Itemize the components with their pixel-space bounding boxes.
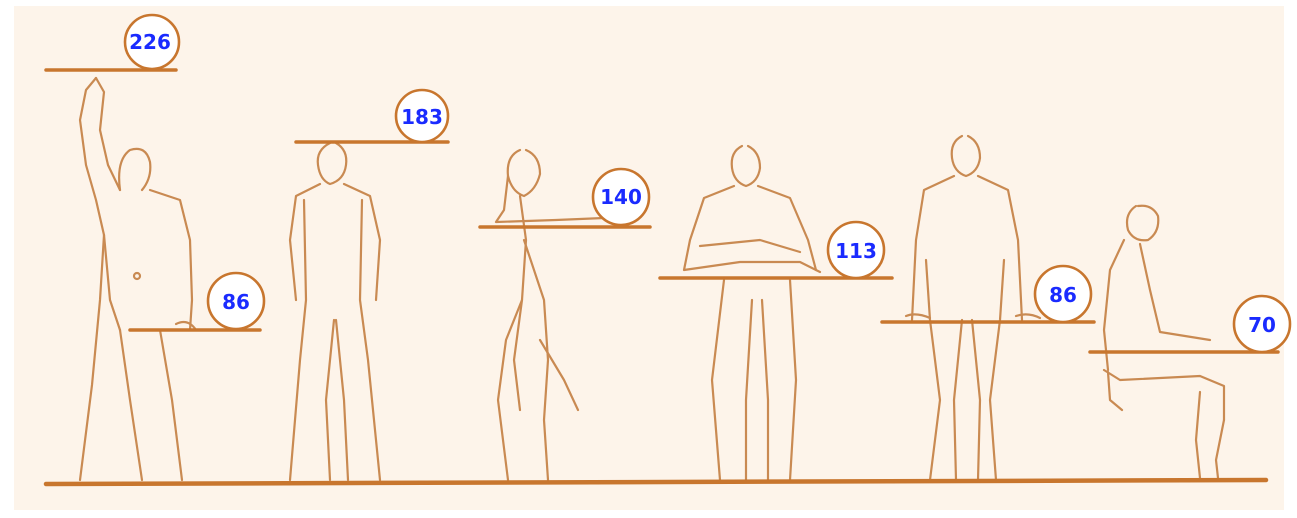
marker-label: 86 [222,290,250,314]
marker-label: 86 [1049,283,1077,307]
marker-86-right: 86 [1035,266,1091,322]
paper-background [14,6,1284,510]
marker-226: 226 [125,15,179,69]
marker-140: 140 [593,169,649,225]
marker-86-left: 86 [208,273,264,329]
marker-label: 183 [401,105,443,129]
marker-label: 140 [600,185,642,209]
marker-183: 183 [396,90,448,142]
marker-label: 113 [835,239,877,263]
marker-label: 70 [1248,313,1276,337]
marker-label: 226 [129,30,171,54]
marker-113: 113 [828,222,884,278]
marker-70: 70 [1234,296,1290,352]
